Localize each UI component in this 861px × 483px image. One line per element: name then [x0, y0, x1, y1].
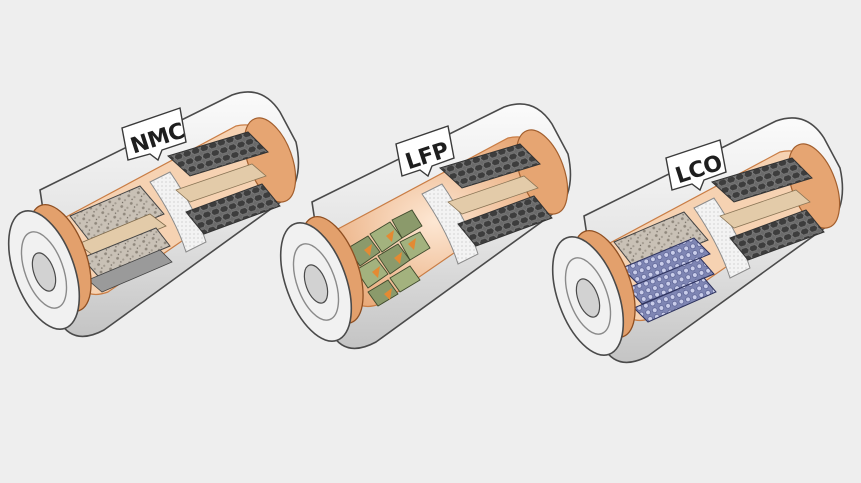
anode-sheet: [447, 175, 539, 215]
anode-sheet: [711, 157, 813, 203]
anode-sheet: [729, 209, 825, 261]
terminal-nub: [31, 252, 57, 292]
anode-sheet: [439, 143, 541, 189]
cathode-cluster-lfp: [347, 209, 431, 307]
terminal-nub: [575, 278, 601, 318]
anode-sheet: [167, 131, 269, 177]
anode-sheet: [457, 195, 553, 247]
anode-sheet: [185, 183, 281, 235]
terminal-nub: [303, 264, 329, 304]
anode-sheet: [175, 163, 267, 203]
battery-cell-lfp: LFP: [279, 103, 572, 350]
battery-cell-nmc: NMC: [7, 91, 300, 338]
label-tag-nmc: NMC: [121, 107, 188, 162]
battery-cell-lco: LCO: [551, 117, 844, 364]
cathode-stack-lco: [613, 211, 717, 323]
cathode-stack-nmc: [69, 185, 173, 293]
label-tag-lco: LCO: [665, 139, 727, 192]
anode-sheet: [719, 189, 811, 229]
